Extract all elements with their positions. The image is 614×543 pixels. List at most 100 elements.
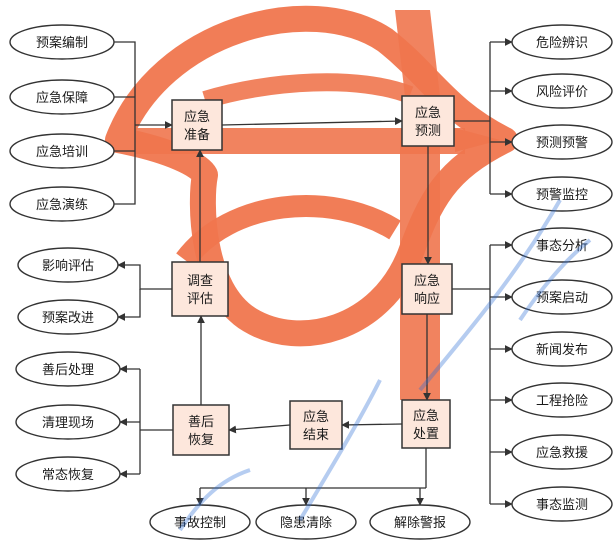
oval-outline [511,24,613,60]
box-label-line: 善后 [188,414,214,430]
oval-outline [511,124,613,160]
oval-outline [9,79,115,115]
oval-label: 工程抢险 [536,393,588,409]
box-label-line: 预测 [415,124,441,139]
box-label-line: 恢复 [188,433,214,448]
oval-outline [511,486,613,522]
bottom-oval-1: 事故控制 [149,504,251,540]
oval-outline [9,133,115,169]
left-oval-4: 应急演练 [9,186,115,222]
connector [228,424,291,434]
watermark [178,199,592,532]
box-label-line: 调查 [187,274,213,289]
connector [117,289,141,321]
box-label-line: 结束 [303,428,329,443]
left-mid-oval-1: 影响评估 [17,247,119,283]
oval-label: 清理现场 [42,416,94,431]
box-label-line: 应急 [414,273,440,289]
oval-label: 预案启动 [536,291,588,306]
oval-outline [15,404,121,440]
oval-label: 常态恢复 [42,468,94,483]
left-bottom-oval-2: 清理现场 [15,404,121,440]
oval-outline [149,504,251,540]
right-oval-2: 风险评价 [511,73,613,109]
oval-outline [511,279,613,315]
box-label-line: 评估 [187,292,213,307]
right-bottom-oval-4: 工程抢险 [511,382,613,418]
connector [114,41,136,205]
oval-label: 隐患清除 [280,516,332,531]
box-outline [289,400,343,450]
oval-label: 预警监控 [536,187,588,203]
connector [221,117,403,126]
connector [341,420,403,429]
oval-label: 预测预警 [536,135,588,151]
oval-outline [511,382,613,418]
box-label-line: 准备 [184,127,210,143]
box-outline [401,399,451,449]
oval-outline [15,456,121,492]
right-bottom-oval-2: 预案启动 [511,279,613,315]
left-bottom-oval-1: 善后处理 [15,351,121,387]
connector [117,261,172,290]
box-outline [401,95,455,147]
bottom-oval-2: 隐患清除 [255,504,357,540]
left-bottom-oval-3: 常态恢复 [15,456,121,492]
oval-outline [9,186,115,222]
oval-outline [17,299,119,335]
box-label-line: 响应 [414,291,440,307]
oval-outline [511,73,613,109]
oval-label: 应急保障 [36,90,88,106]
connector-lines [114,38,513,508]
oval-label: 危险辨识 [536,36,588,51]
oval-label: 应急救援 [536,445,588,461]
oval-label: 解除警报 [394,515,446,531]
oval-outline [255,504,357,540]
oval-label: 事故控制 [174,516,226,531]
box-outline [401,263,453,315]
oval-label: 预案改进 [42,311,94,326]
right-oval-1: 危险辨识 [511,24,613,60]
oval-outline [369,504,471,540]
left-oval-2: 应急保障 [9,79,115,115]
left-mid-oval-2: 预案改进 [17,299,119,335]
oval-label: 应急演练 [36,197,88,213]
right-oval-3: 预测预警 [511,124,613,160]
box-outline [171,261,229,317]
right-bottom-oval-3: 新闻发布 [511,331,613,367]
right-bottom-oval-5: 应急救援 [511,434,613,470]
oval-outline [15,351,121,387]
box-label-line: 处置 [413,427,439,442]
box-label-line: 应急 [413,408,439,424]
box-outline [172,404,230,456]
right-bottom-oval-6: 事态监测 [511,486,613,522]
box-label-line: 应急 [184,109,210,125]
right-bottom-oval-1: 事态分析 [511,227,613,263]
box-outline [171,99,223,151]
box-label-line: 应急 [415,105,441,121]
oval-label: 预案编制 [36,36,88,51]
oval-label: 新闻发布 [536,342,588,358]
oval-outline [9,24,115,60]
right-oval-4: 预警监控 [511,176,613,212]
bottom-oval-3: 解除警报 [369,504,471,540]
oval-label: 事态分析 [536,239,588,254]
oval-outline [511,434,613,470]
left-oval-3: 应急培训 [9,133,115,169]
oval-outline [17,247,119,283]
oval-label: 应急培训 [36,144,88,160]
oval-outline [511,176,613,212]
oval-label: 事态监测 [536,498,588,513]
oval-outline [511,331,613,367]
oval-outline [511,227,613,263]
